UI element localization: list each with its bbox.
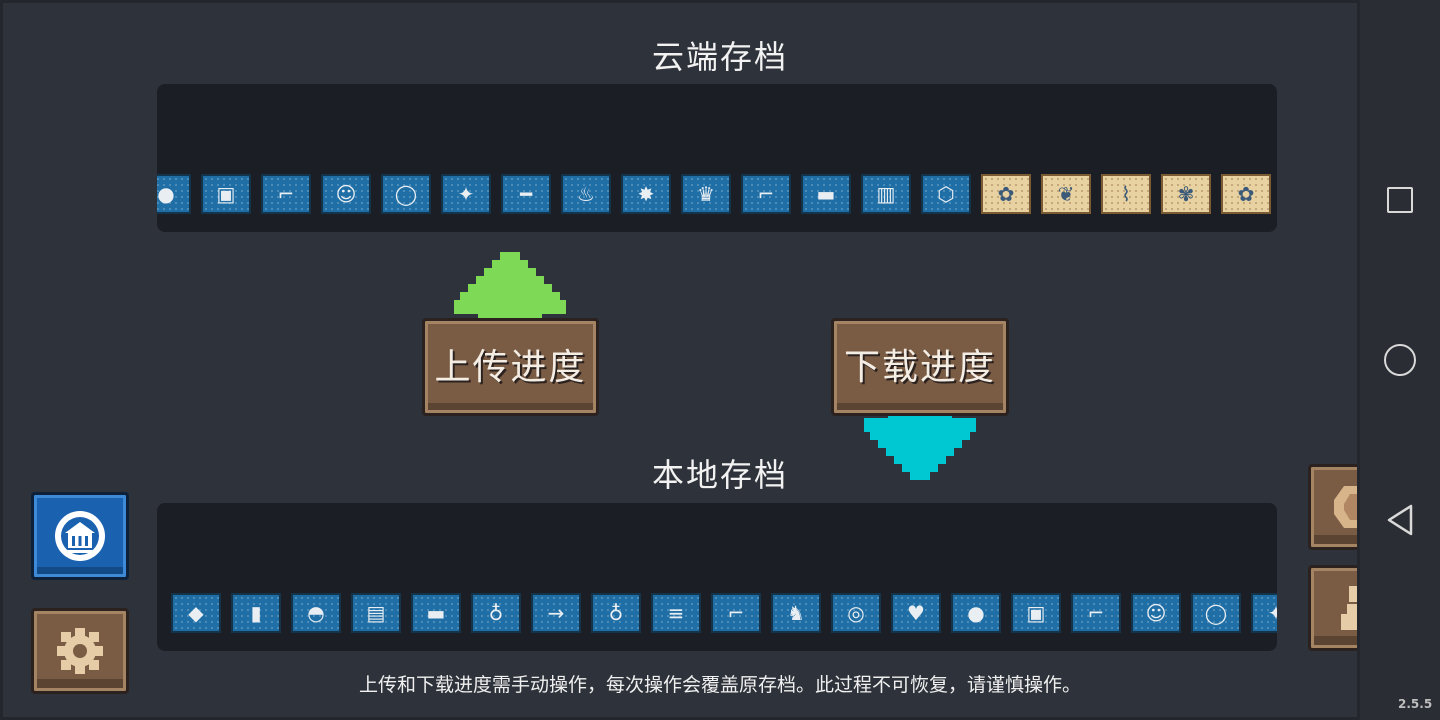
shark-gun-icon: ◆ — [188, 601, 204, 625]
upload-progress-button[interactable]: 上传进度 — [422, 318, 599, 416]
cloud-item-slot[interactable]: ✾ — [1161, 174, 1211, 214]
local-save-panel[interactable]: ◆ ▮ ◓ ▤ ▬ ♁ → ♁ ≡ ⌐ ♞ ◎ ♥ ● ▣ ⌐ ☺ ◯ ✦ — [157, 503, 1277, 651]
settings-button[interactable] — [31, 608, 129, 694]
local-item-slot[interactable]: ◆ — [171, 593, 221, 633]
cloud-item-slot[interactable]: ♛ — [681, 174, 731, 214]
robot-icon: ♞ — [787, 601, 805, 625]
cloud-item-slot[interactable]: ❦ — [1041, 174, 1091, 214]
red-helmet-icon: ● — [967, 601, 985, 625]
branch-icon: ⌇ — [1121, 182, 1131, 206]
local-item-slot[interactable]: ✦ — [1251, 593, 1277, 633]
cloud-item-slot[interactable]: ◯ — [381, 174, 431, 214]
local-item-slot[interactable]: ♥ — [891, 593, 941, 633]
ring-icon: ◯ — [394, 182, 418, 206]
cloud-item-slot[interactable]: ✿ — [1221, 174, 1271, 214]
local-save-title: 本地存档 — [651, 456, 788, 494]
laser-sword-icon: ━ — [519, 182, 533, 206]
cloud-item-slot[interactable]: ✦ — [441, 174, 491, 214]
cloud-item-slot[interactable]: ♨ — [561, 174, 611, 214]
cloud-item-slot[interactable]: ━ — [501, 174, 551, 214]
cloud-item-slot[interactable]: ● — [157, 174, 191, 214]
camera-icon: ▣ — [1026, 601, 1046, 625]
home-button[interactable] — [1380, 340, 1420, 380]
local-item-slot[interactable]: ◎ — [831, 593, 881, 633]
download-progress-label: 下载进度 — [843, 347, 996, 388]
red-helmet-icon: ● — [157, 182, 175, 206]
back-triangle-icon — [1387, 504, 1413, 536]
cloud-item-slot[interactable]: ✸ — [621, 174, 671, 214]
dragon-icon: ✸ — [637, 182, 655, 206]
red-potion-icon: ♥ — [907, 601, 925, 625]
cloud-item-slot[interactable]: ✿ — [981, 174, 1031, 214]
local-item-slot[interactable]: ◓ — [291, 593, 341, 633]
local-item-slot[interactable]: ♞ — [771, 593, 821, 633]
version-label: 2.5.5 — [1398, 697, 1433, 711]
local-item-slot[interactable]: ▬ — [411, 593, 461, 633]
sapling-icon: ❦ — [1057, 182, 1075, 206]
cloud-item-slot[interactable]: ⌇ — [1101, 174, 1151, 214]
arcade-icon: ▥ — [876, 182, 896, 206]
temple-logo-icon — [55, 511, 105, 561]
crossbow-icon: ⌐ — [277, 182, 295, 206]
download-progress-button[interactable]: 下载进度 — [831, 318, 1009, 416]
cloud-item-slot[interactable]: ⌐ — [261, 174, 311, 214]
purple-potion-icon: ♁ — [488, 601, 504, 625]
lion-mask-icon: ☺ — [1145, 601, 1167, 625]
recent-apps-button[interactable] — [1380, 180, 1420, 220]
red-flower-icon: ✾ — [1177, 182, 1195, 206]
plant-icon: ✿ — [997, 182, 1015, 206]
back-button[interactable] — [1380, 500, 1420, 540]
local-item-slot[interactable]: ⌐ — [1071, 593, 1121, 633]
local-item-slot[interactable]: ☺ — [1131, 593, 1181, 633]
spear-icon: → — [547, 601, 565, 625]
gatling-icon: ≡ — [667, 601, 685, 625]
tank-icon: ▬ — [816, 182, 836, 206]
cloud-item-slot[interactable]: ▣ — [201, 174, 251, 214]
cloud-save-title: 云端存档 — [651, 38, 788, 76]
green-hat-icon: ◓ — [307, 601, 325, 625]
local-item-slot[interactable]: ▣ — [1011, 593, 1061, 633]
cloud-save-items: ● ▣ ⌐ ☺ ◯ ✦ ━ ♨ ✸ ♛ ⌐ ▬ ▥ ⬡ ✿ ❦ ⌇ ✾ ✿ — [157, 84, 1277, 232]
revolver-icon: ⌐ — [757, 182, 775, 206]
local-save-items: ◆ ▮ ◓ ▤ ▬ ♁ → ♁ ≡ ⌐ ♞ ◎ ♥ ● ▣ ⌐ ☺ ◯ ✦ — [157, 503, 1277, 651]
shuriken-icon: ✦ — [1267, 601, 1277, 625]
shuriken-icon: ✦ — [457, 182, 475, 206]
camera-icon: ▣ — [216, 182, 236, 206]
cloud-item-slot[interactable]: ▬ — [801, 174, 851, 214]
red-blaster-icon: ▬ — [426, 601, 446, 625]
shield-icon: ⬡ — [937, 182, 955, 206]
local-item-slot[interactable]: → — [531, 593, 581, 633]
community-button[interactable] — [31, 492, 129, 580]
local-item-slot[interactable]: ⌐ — [711, 593, 761, 633]
torch-icon: ♨ — [577, 182, 595, 206]
cloud-item-slot[interactable]: ⌐ — [741, 174, 791, 214]
battery-icon: ▮ — [250, 601, 262, 625]
local-item-slot[interactable]: ▮ — [231, 593, 281, 633]
square-icon — [1387, 187, 1413, 213]
upload-progress-label: 上传进度 — [434, 347, 587, 388]
cloud-item-slot[interactable]: ☺ — [321, 174, 371, 214]
cloud-item-slot[interactable]: ▥ — [861, 174, 911, 214]
crossbow-icon: ⌐ — [1087, 601, 1105, 625]
save-warning-text: 上传和下载进度需手动操作，每次操作会覆盖原存档。此过程不可恢复，请谨慎操作。 — [358, 674, 1081, 696]
cloud-item-slot[interactable]: ⬡ — [921, 174, 971, 214]
local-item-slot[interactable]: ♁ — [471, 593, 521, 633]
blue-potion-icon: ♁ — [608, 601, 624, 625]
gear-icon — [57, 628, 103, 674]
plant-icon: ✿ — [1237, 182, 1255, 206]
local-item-slot[interactable]: ≡ — [651, 593, 701, 633]
local-item-slot[interactable]: ● — [951, 593, 1001, 633]
local-item-slot[interactable]: ▤ — [351, 593, 401, 633]
circle-icon — [1384, 344, 1416, 376]
ring-icon: ◯ — [1204, 601, 1228, 625]
green-rifle-icon: ⌐ — [727, 601, 745, 625]
round-shield-icon: ◎ — [847, 601, 865, 625]
cloud-save-panel[interactable]: ● ▣ ⌐ ☺ ◯ ✦ ━ ♨ ✸ ♛ ⌐ ▬ ▥ ⬡ ✿ ❦ ⌇ ✾ ✿ — [157, 84, 1277, 232]
local-item-slot[interactable]: ◯ — [1191, 593, 1241, 633]
local-item-slot[interactable]: ♁ — [591, 593, 641, 633]
crown-icon: ♛ — [697, 182, 715, 206]
crate-icon: ▤ — [366, 601, 386, 625]
lion-mask-icon: ☺ — [335, 182, 357, 206]
